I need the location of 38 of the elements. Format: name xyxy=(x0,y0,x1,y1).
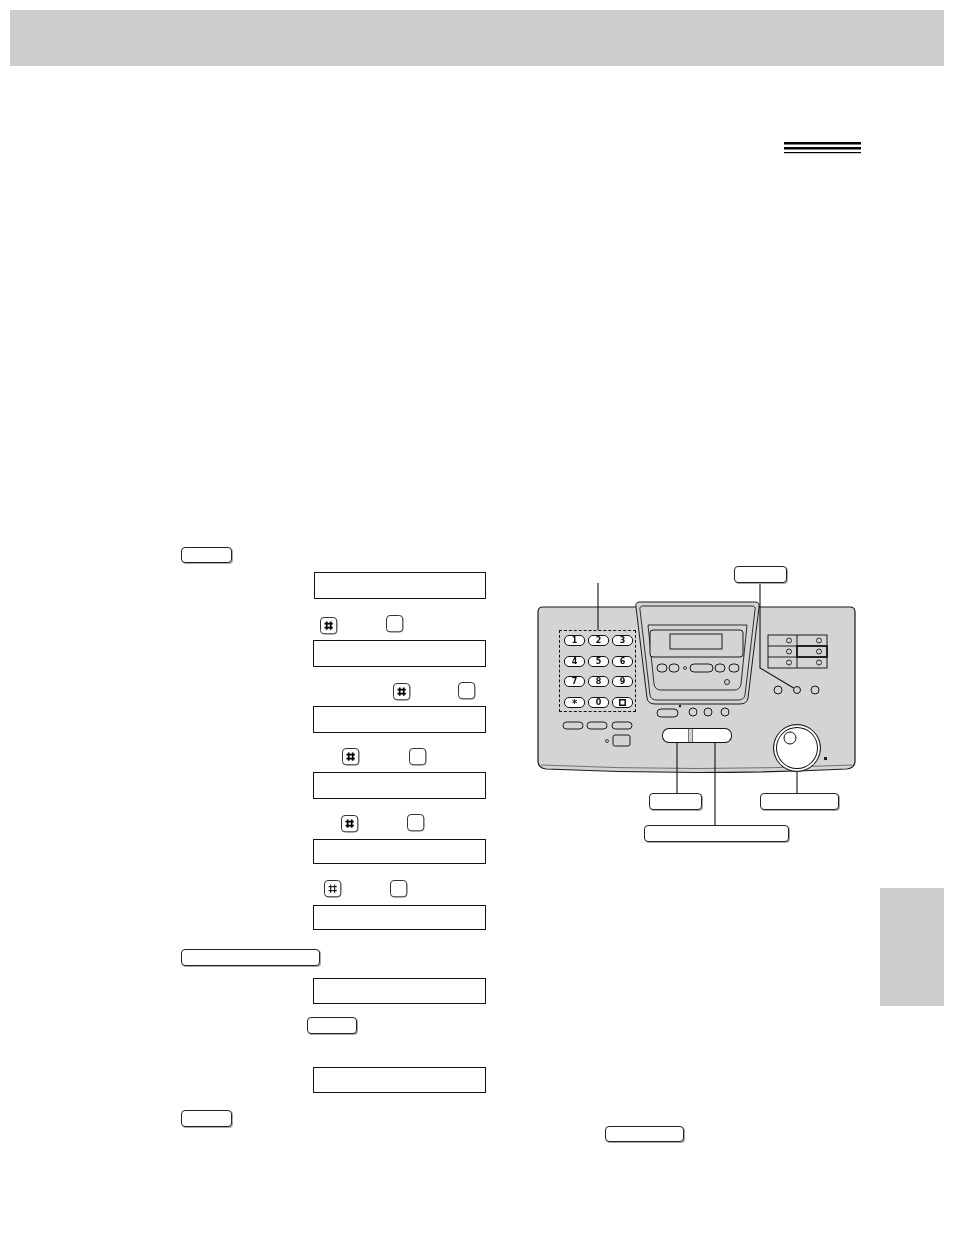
keypad-key: 8 xyxy=(588,676,609,687)
control-panel xyxy=(536,600,857,776)
side-tab xyxy=(880,888,944,1006)
keypad-key: * xyxy=(564,697,585,708)
display-box xyxy=(313,905,486,930)
display-box xyxy=(313,706,486,733)
display-box xyxy=(313,978,486,1004)
blank-button xyxy=(644,825,789,842)
keypad-key: 7 xyxy=(564,676,585,687)
leader-line xyxy=(714,742,716,826)
blank-button xyxy=(605,1126,684,1142)
leader-line xyxy=(796,771,798,794)
display-box xyxy=(313,839,486,864)
keypad-key: 5 xyxy=(588,656,609,667)
leader-line xyxy=(597,582,599,631)
blank-button xyxy=(649,793,702,810)
leader-line xyxy=(759,582,795,689)
keypad-key: 2 xyxy=(588,635,609,646)
blank-button xyxy=(734,566,787,583)
blank-button xyxy=(307,1017,357,1034)
blank-button xyxy=(181,547,232,563)
keypad-key: 1 xyxy=(564,635,585,646)
blank-button xyxy=(181,949,320,966)
display-box xyxy=(313,640,486,667)
blank-button xyxy=(181,1110,232,1127)
slider-key xyxy=(693,728,732,743)
display-box xyxy=(314,572,486,599)
keypad-key: 6 xyxy=(612,656,633,667)
keypad-key: 3 xyxy=(612,635,633,646)
leader-line xyxy=(676,742,678,794)
slider-key xyxy=(662,728,688,743)
display-box xyxy=(313,772,486,799)
keypad-key: 4 xyxy=(564,656,585,667)
round-button xyxy=(793,686,801,694)
keypad-key: 0 xyxy=(588,697,609,708)
keypad-key: 9 xyxy=(612,676,633,687)
blank-button xyxy=(760,793,839,810)
display-box xyxy=(313,1067,486,1093)
